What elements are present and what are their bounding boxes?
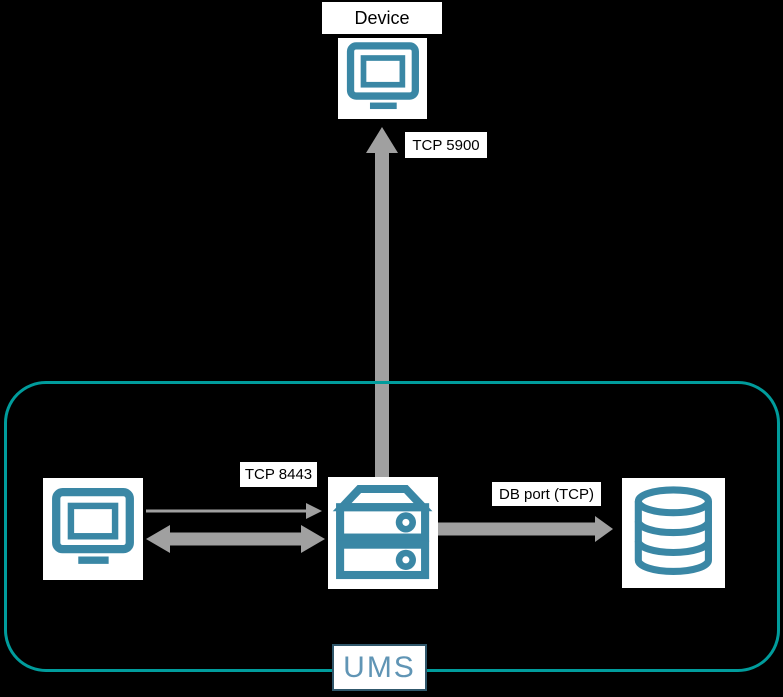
device-node xyxy=(338,38,427,119)
database-node xyxy=(622,478,725,588)
database-icon xyxy=(634,486,713,576)
edge-label-tcp8443: TCP 8443 xyxy=(240,462,317,487)
arrow-tcp8443-request xyxy=(146,503,322,519)
monitor-icon xyxy=(346,42,419,110)
device-label: Device xyxy=(322,2,442,34)
edge-label-db-port: DB port (TCP) xyxy=(492,482,601,506)
arrow-tcp8443-bidirectional xyxy=(146,525,325,553)
edge-label-tcp5900: TCP 5900 xyxy=(405,132,487,158)
ums-container-label: UMS xyxy=(332,644,427,691)
admin-console-node xyxy=(43,478,143,580)
server-icon xyxy=(333,485,433,580)
ums-server-node xyxy=(328,477,438,589)
arrow-db-port xyxy=(437,516,613,542)
arrow-tcp5900 xyxy=(366,127,398,477)
monitor-icon xyxy=(52,488,134,564)
